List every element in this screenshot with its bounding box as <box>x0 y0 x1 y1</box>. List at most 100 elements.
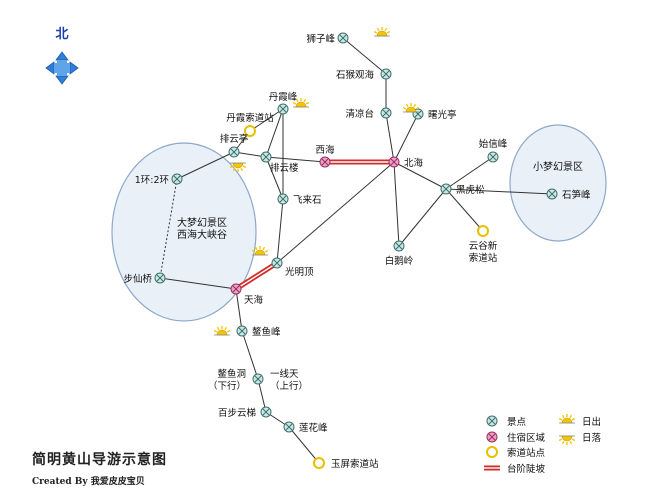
node-label-line: 狮子峰 <box>306 34 335 45</box>
node-label-yixiantian: 一线天（上行） <box>270 368 308 392</box>
route-aoyufeng-aoyudong <box>241 330 259 380</box>
scenic-spot-icon <box>228 146 240 158</box>
scenic-spot-icon <box>277 103 289 115</box>
legend-label-stairs: 台阶陡坡 <box>507 463 546 475</box>
node-label-line: 排云亭 <box>220 133 249 145</box>
node-label-line: 曙光亭 <box>428 109 457 121</box>
node-label-line: 云谷新 <box>469 240 498 252</box>
node-label-baibuyunti: 百步云梯 <box>218 407 257 419</box>
stairs-route-guangmingding-tianhai <box>234 260 279 292</box>
scenic-spot-icon <box>154 272 166 284</box>
node-label-line: 排云楼 <box>270 162 299 174</box>
node-label-heihusong: 黑虎松 <box>456 184 485 196</box>
node-label-line: 索道站 <box>469 252 498 264</box>
route-beihai-baieling <box>393 161 400 247</box>
area-label-line: 西海大峡谷 <box>177 228 227 241</box>
node-label-huanerhuan: 1环:2环 <box>135 175 169 186</box>
node-label-shixinfeng: 始信峰 <box>479 138 508 150</box>
node-label-lianhuafeng: 莲花峰 <box>299 422 328 434</box>
route-feilaishi-guangmingding <box>276 198 284 264</box>
route-heihusong-shisunfeng <box>445 188 553 195</box>
node-label-beihai: 北海 <box>404 157 424 169</box>
sunrise-icon <box>213 326 231 336</box>
legend-sunrise-icon <box>558 414 576 424</box>
node-label-line: 北海 <box>404 157 424 169</box>
cable-station-icon <box>244 125 256 137</box>
scenic-spot-icon <box>260 151 272 163</box>
scenic-spot-icon <box>380 107 392 119</box>
node-label-shisunfeng: 石笋峰 <box>562 189 591 201</box>
route-heihusong-baieling <box>398 188 447 247</box>
node-label-xihai: 西海 <box>315 144 335 156</box>
sunset-icon <box>229 162 247 172</box>
scenic-spot-icon <box>260 406 272 418</box>
scenic-spot-icon <box>283 421 295 433</box>
node-label-line: 鳌鱼洞 <box>217 368 246 380</box>
node-label-line: 黑虎松 <box>456 184 485 196</box>
node-label-line: 丹霞索道站 <box>226 112 274 124</box>
node-label-line: 丹霞峰 <box>269 92 298 103</box>
node-label-danxiafeng: 丹霞峰 <box>269 92 298 103</box>
node-label-line: 百步云梯 <box>218 407 257 419</box>
legend-label-sunrise: 日出 <box>582 416 601 428</box>
area-label-line: 大梦幻景区 <box>177 216 227 229</box>
legend-sunset-icon <box>558 435 576 445</box>
scenic-spot-icon <box>337 32 349 44</box>
node-label-qingliang: 清凉台 <box>345 108 374 120</box>
route-paiyunting-huanerhuan <box>176 151 235 180</box>
route-qingliang-beihai <box>385 112 395 163</box>
legend-label-scenic: 景点 <box>507 417 527 428</box>
sunrise-icon <box>402 103 420 113</box>
nodes-layer <box>154 32 558 469</box>
route-danxiafeng-danxiasuodao <box>249 108 284 132</box>
node-label-yungu: 云谷新索道站 <box>469 240 498 264</box>
node-label-line: 光明顶 <box>285 266 314 278</box>
scenic-spot-icon <box>393 240 405 252</box>
legend-label-lodging: 住宿区域 <box>507 432 546 444</box>
legend-label-cable: 索道站点 <box>507 447 546 459</box>
legend-label-sunset: 日落 <box>582 432 602 444</box>
node-label-line: 1环:2环 <box>135 175 169 186</box>
area-big-dream <box>111 142 257 322</box>
node-label-yuping: 玉屏索道站 <box>331 458 379 470</box>
labels-layer: 狮子峰石猴观海清凉台曙光亭北海西海丹霞峰丹霞索道站排云亭排云楼飞来石光明顶天海1… <box>123 34 591 470</box>
node-label-line: 西海 <box>315 144 335 156</box>
legend-cable-icon <box>486 446 498 458</box>
node-label-aoyufeng: 鳌鱼峰 <box>252 326 281 338</box>
node-label-baieling: 白鹅岭 <box>385 255 414 267</box>
scenic-spot-icon <box>271 257 283 269</box>
route-dotted-huanerhuan-buxianqiao <box>159 178 178 279</box>
route-buxianqiao-tianhai <box>159 277 237 290</box>
lodging-icon <box>230 283 242 295</box>
area-label-line: 小梦幻景区 <box>533 160 583 173</box>
node-label-tianhai: 天海 <box>244 294 264 306</box>
north-arrow-icon: 北 <box>45 27 79 85</box>
map-credit: Created By 我爱皮皮宝贝 <box>32 475 145 487</box>
scenic-spot-icon <box>380 68 392 80</box>
node-label-paiyunlou: 排云楼 <box>270 162 299 174</box>
area-label-small: 小梦幻景区 <box>533 160 583 173</box>
north-label: 北 <box>55 27 68 42</box>
node-label-line: 石笋峰 <box>562 189 591 201</box>
node-label-line: 莲花峰 <box>299 422 328 434</box>
areas-layer <box>111 124 607 322</box>
area-labels-layer: 大梦幻景区西海大峡谷 小梦幻景区 <box>177 160 583 241</box>
area-small-dream <box>509 124 607 242</box>
node-label-aoyudong: 鳌鱼洞（下行） <box>208 368 246 392</box>
scenic-spot-icon <box>252 373 264 385</box>
node-label-shizifeng: 狮子峰 <box>306 34 335 45</box>
sunrise-icon <box>292 98 310 108</box>
area-label-big: 大梦幻景区西海大峡谷 <box>177 216 227 241</box>
route-lianhuafeng-yuping <box>288 426 320 464</box>
scenic-spot-icon <box>546 188 558 200</box>
node-label-line: 白鹅岭 <box>385 255 414 267</box>
legend-lodging-icon <box>486 431 498 443</box>
route-aoyudong-baibuyunti <box>257 378 267 413</box>
route-heihusong-shixinfeng <box>445 156 494 190</box>
node-label-line: 石猴观海 <box>336 69 375 81</box>
lodging-icon <box>388 156 400 168</box>
sunrise-icon <box>251 246 269 256</box>
node-label-line: 始信峰 <box>479 138 508 150</box>
legend-scenic-icon <box>486 415 498 427</box>
